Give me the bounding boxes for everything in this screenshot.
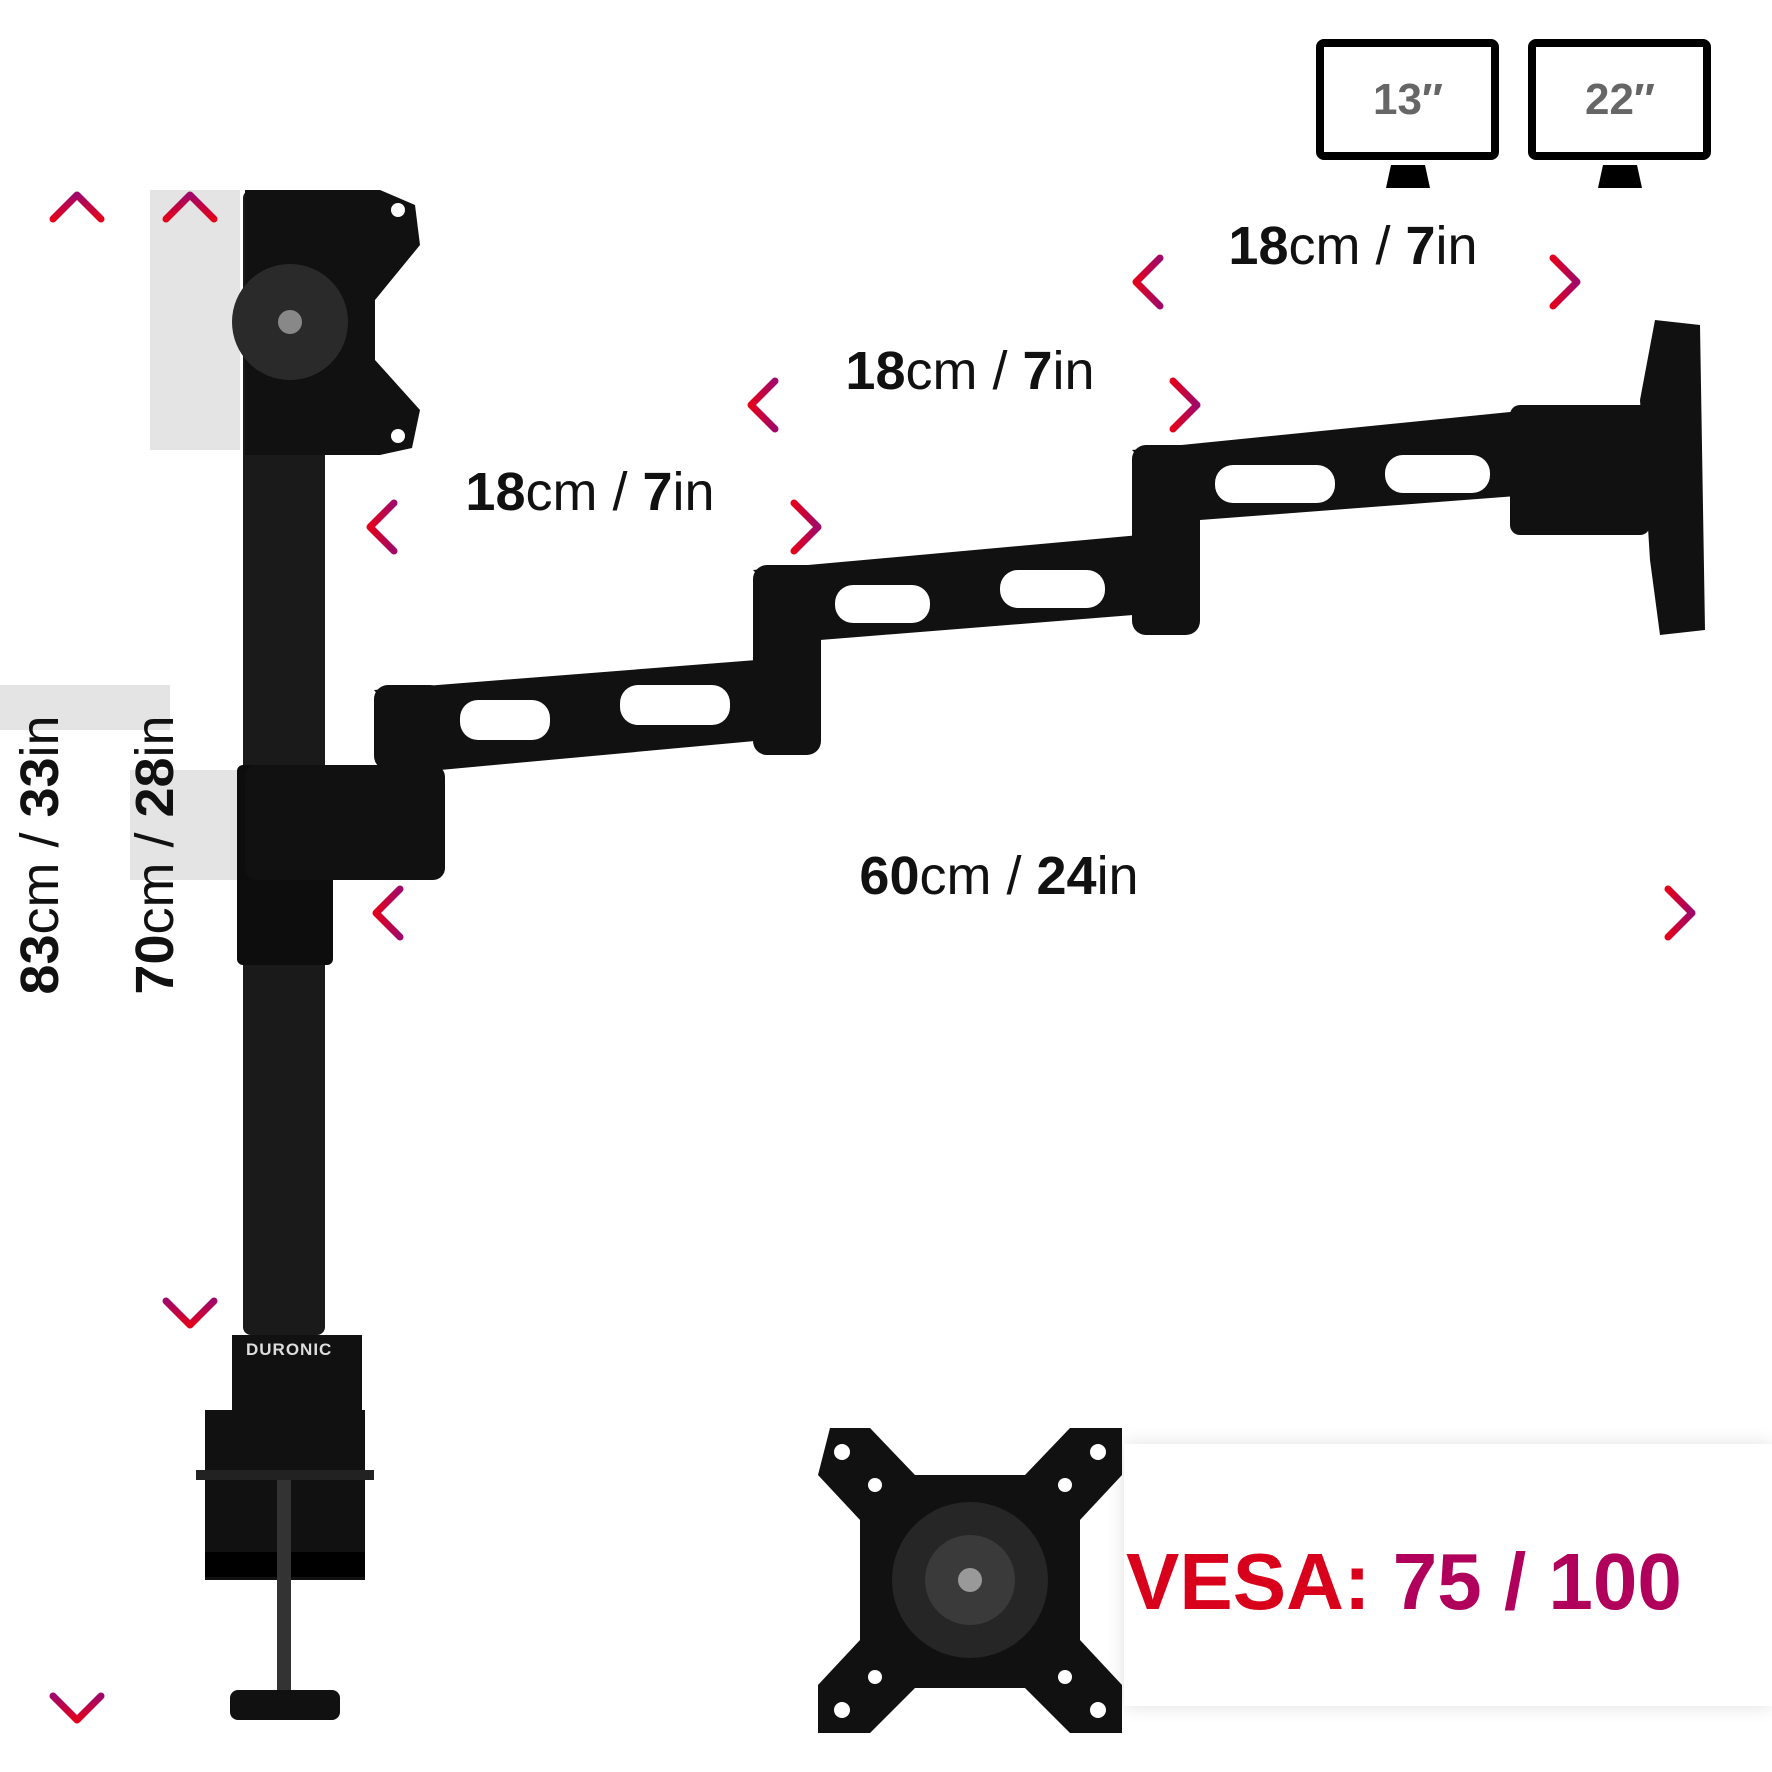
arrow-segment-3 bbox=[1132, 254, 1581, 310]
arrow-pole-height bbox=[162, 191, 218, 1329]
articulating-arm bbox=[245, 320, 1705, 880]
brand-logo: DURONIC bbox=[246, 1340, 333, 1359]
arrow-total-reach bbox=[372, 885, 1696, 941]
label-total-reach: 60cm / 24in bbox=[859, 846, 1139, 906]
arrow-max-height bbox=[49, 191, 105, 1724]
vesa-compatibility-label: VESA: 75 / 100 bbox=[1126, 1537, 1682, 1626]
label-arm-segment-1: 18cm / 7in bbox=[465, 462, 715, 522]
monitor-icon-22 bbox=[1528, 39, 1711, 188]
vesa-panel bbox=[1124, 1444, 1772, 1706]
label-pole-height: 70cm / 28in bbox=[125, 715, 185, 995]
label-arm-segment-2: 18cm / 7in bbox=[845, 341, 1095, 401]
label-max-height: 83cm / 33in bbox=[10, 715, 70, 995]
ghost-vesa-plate bbox=[0, 190, 240, 880]
label-arm-segment-3: 18cm / 7in bbox=[1228, 216, 1478, 276]
monitor-icon-13 bbox=[1316, 39, 1499, 188]
top-vesa-plate bbox=[232, 190, 420, 455]
monitor-size-max: 22″ bbox=[1584, 75, 1656, 124]
arrow-segment-2 bbox=[747, 377, 1201, 433]
monitor-size-min: 13″ bbox=[1372, 75, 1444, 124]
dimension-arrows bbox=[49, 191, 1696, 1724]
arrow-segment-1 bbox=[366, 499, 822, 555]
